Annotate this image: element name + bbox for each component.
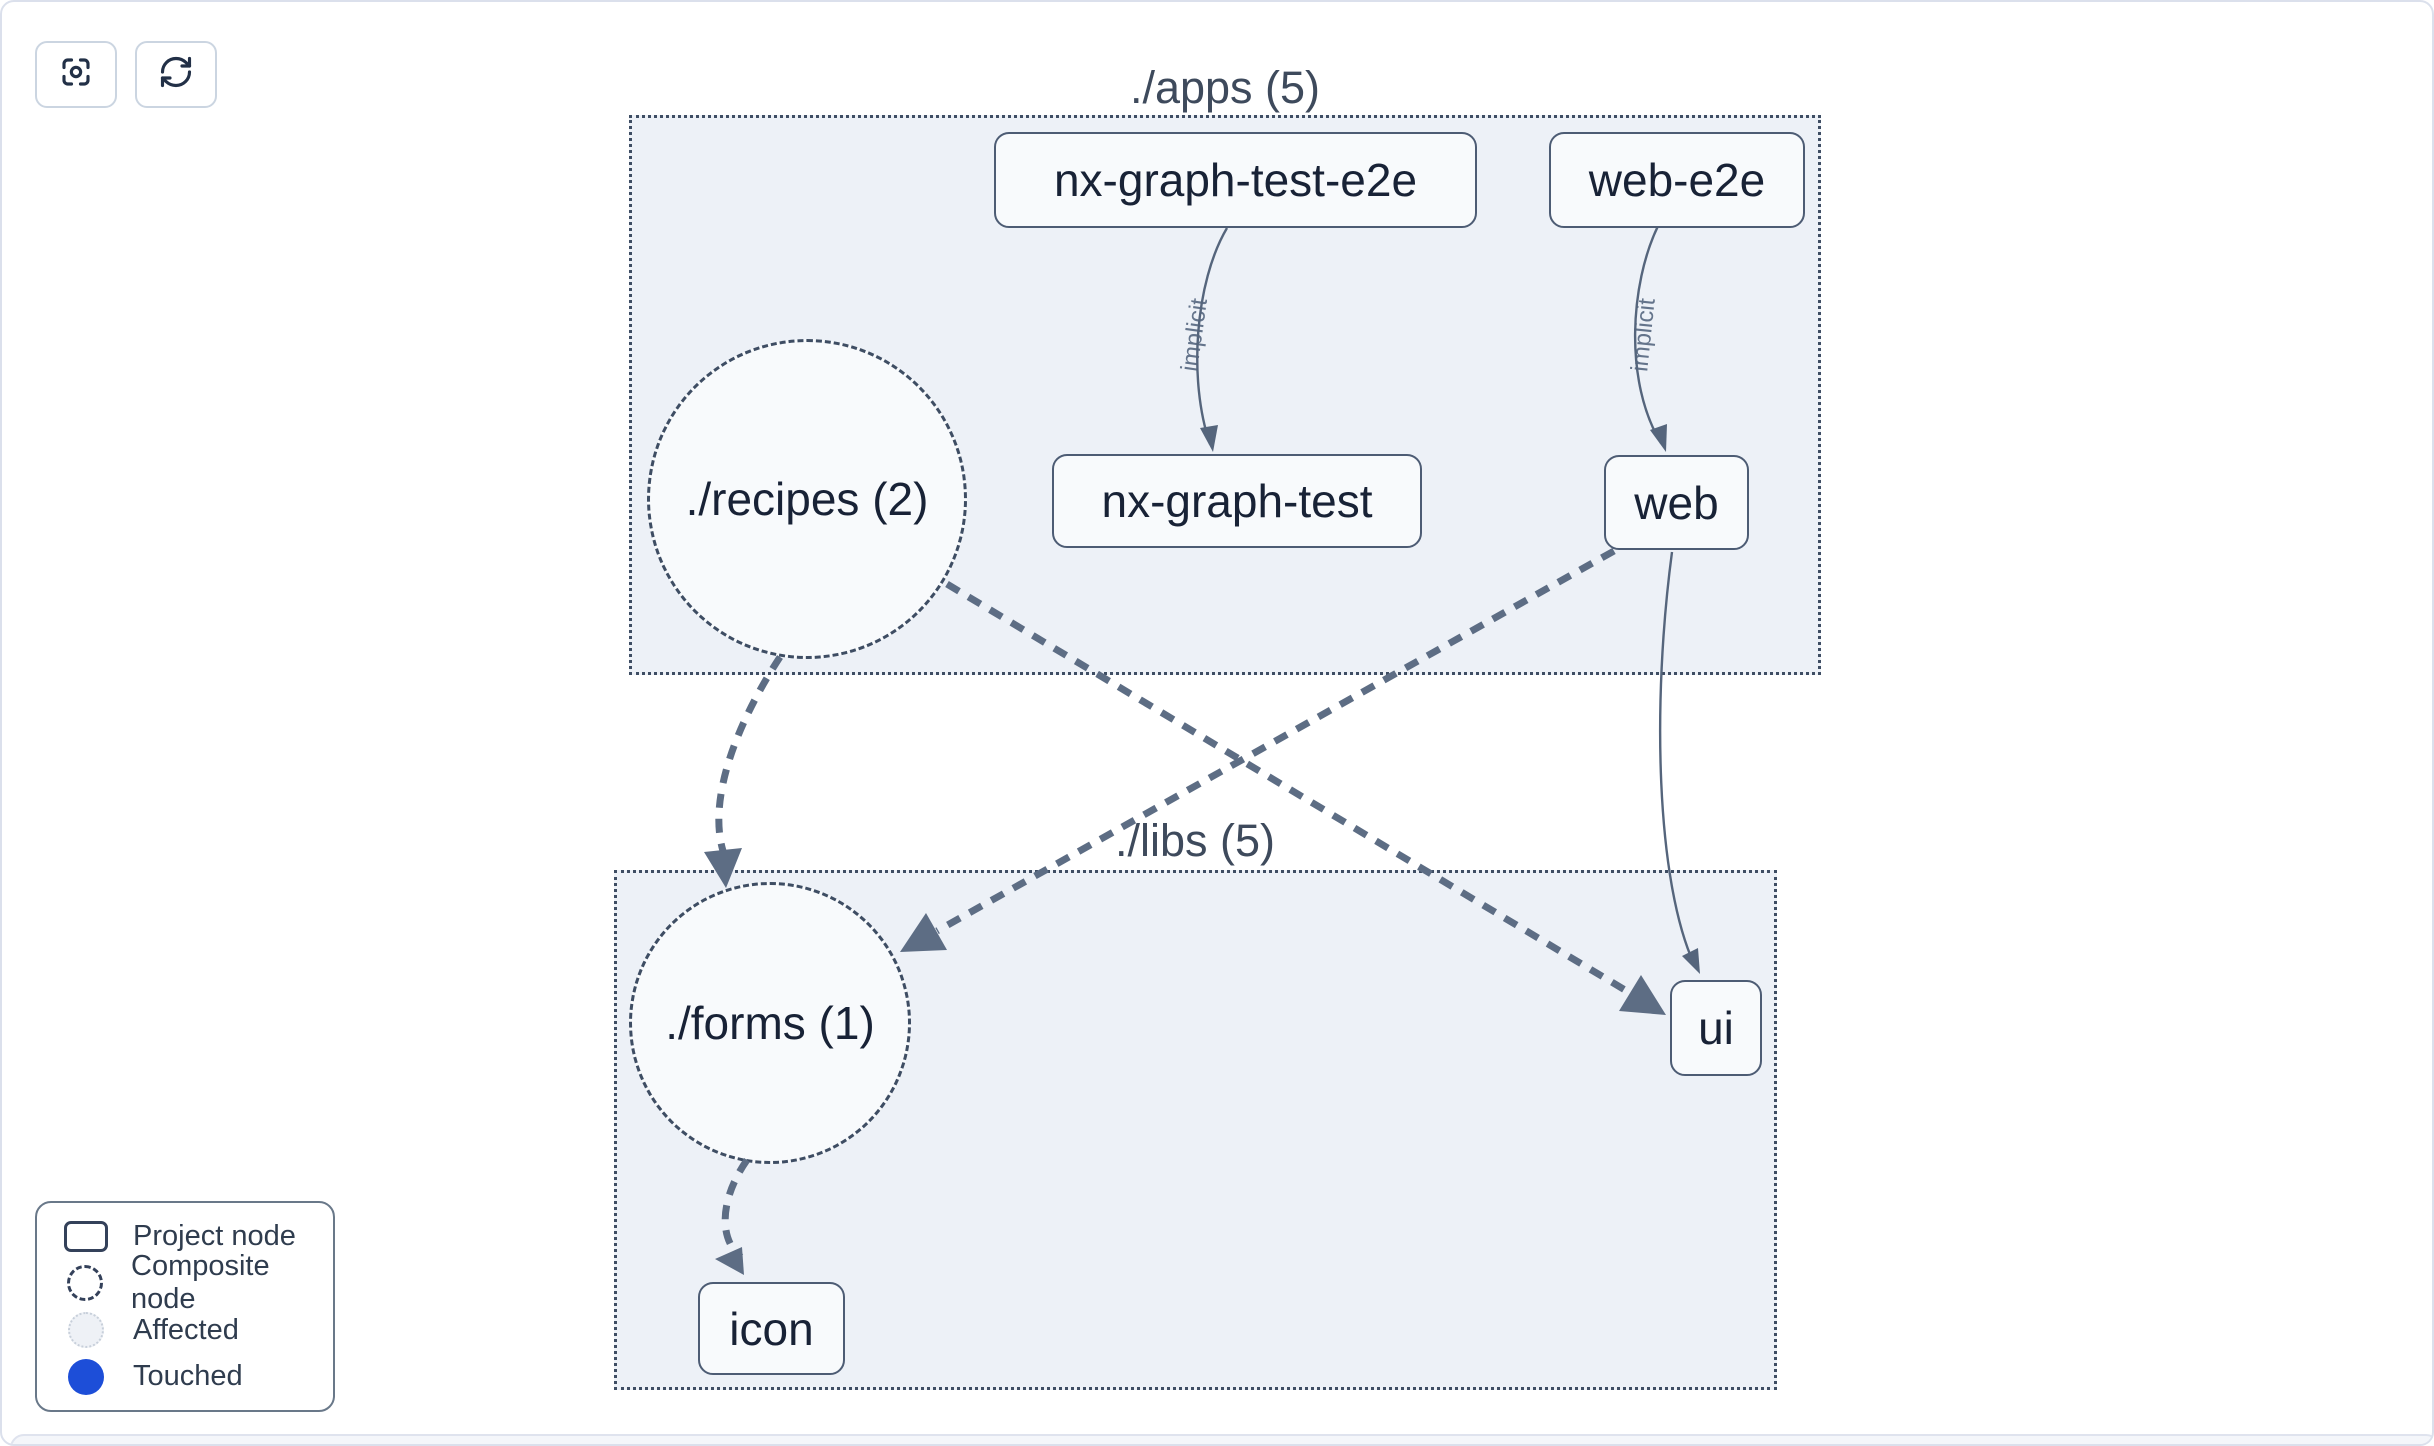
project-node-swatch (64, 1220, 108, 1252)
legend-item-touched: Touched (63, 1354, 333, 1400)
project-node-nx-graph-test[interactable]: nx-graph-test (1052, 454, 1422, 548)
project-node-web[interactable]: web (1604, 455, 1749, 550)
affected-swatch (68, 1312, 104, 1349)
composite-node-recipes[interactable]: ./recipes (2) (647, 339, 967, 659)
legend-item-project-node: Project node (63, 1213, 333, 1259)
project-node-icon[interactable]: icon (698, 1282, 845, 1375)
node-label: web (1634, 476, 1719, 529)
project-node-ui[interactable]: ui (1670, 980, 1762, 1076)
legend-item-affected: Affected (63, 1307, 333, 1353)
focus-target-icon (58, 54, 94, 95)
composite-node-forms-label: ./forms (1) (665, 997, 875, 1049)
node-label: nx-graph-test-e2e (1053, 154, 1418, 206)
composite-node-recipes-label: ./recipes (2) (685, 473, 929, 525)
node-label: icon (729, 1302, 814, 1355)
project-node-nx-graph-test-e2e[interactable]: nx-graph-test-e2e (994, 132, 1477, 228)
refresh-button[interactable] (135, 41, 217, 108)
refresh-icon (158, 54, 194, 95)
legend: Project node Composite node Affected Tou… (35, 1201, 335, 1412)
node-label: web-e2e (1588, 154, 1766, 206)
edge-recipes-to-forms (715, 655, 783, 852)
composite-node-swatch (67, 1265, 103, 1302)
composite-node-forms[interactable]: ./forms (1) (629, 882, 911, 1164)
legend-label: Project node (133, 1219, 296, 1252)
group-apps-label: ./apps (5) (1129, 62, 1321, 113)
project-node-web-e2e[interactable]: web-e2e (1549, 132, 1805, 228)
node-label: nx-graph-test (1101, 475, 1373, 527)
legend-label: Composite node (131, 1250, 270, 1316)
touched-swatch (68, 1358, 104, 1395)
bottom-panel-edge[interactable] (10, 1434, 2432, 1444)
legend-label: Touched (133, 1360, 243, 1393)
center-graph-button[interactable] (35, 41, 117, 108)
legend-label: Affected (133, 1313, 239, 1346)
group-libs-label: ./libs (5) (1114, 815, 1276, 866)
legend-item-composite-node: Composite node (63, 1250, 333, 1315)
node-label: ui (1698, 1002, 1734, 1054)
